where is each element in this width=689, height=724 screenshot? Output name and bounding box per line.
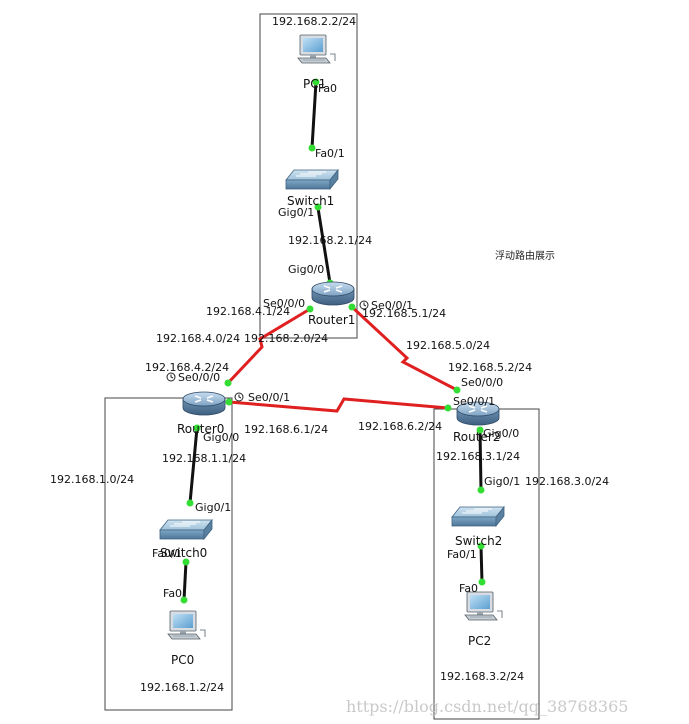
- switch1-device[interactable]: [285, 169, 339, 190]
- port-label: Fa0/1: [152, 547, 182, 560]
- port-label: Se0/0/0: [461, 376, 503, 389]
- network-label: 192.168.4.0/24: [156, 332, 240, 345]
- port-label: Fa0: [163, 587, 182, 600]
- ip-label: 192.168.1.2/24: [140, 681, 224, 694]
- link-pc1-switch1: [310, 81, 318, 149]
- network-label: 192.168.5.0/24: [406, 339, 490, 352]
- clock-icon: [234, 392, 244, 402]
- port-label: Gig0/1: [484, 475, 520, 488]
- pc1-device[interactable]: [297, 34, 336, 64]
- port-label: Se0/0/1: [371, 299, 413, 312]
- ip-label: 192.168.3.2/24: [440, 670, 524, 683]
- pc0-device[interactable]: [167, 610, 206, 640]
- ip-label: 192.168.6.2/24: [358, 420, 442, 433]
- pc2-label: PC2: [468, 634, 491, 648]
- link-switch2-pc2: [479, 545, 484, 583]
- ip-label: 192.168.6.1/24: [244, 423, 328, 436]
- network-label: 192.168.2.0/24: [244, 332, 328, 345]
- area-box-left: [104, 397, 233, 711]
- serial-link-r1-r2: [350, 305, 458, 392]
- port-label: Fa0/1: [447, 548, 477, 561]
- router2-label: Router2: [453, 430, 500, 444]
- area-box-top: [259, 13, 358, 339]
- pc0-label: PC0: [171, 653, 194, 667]
- floating-route-note: 浮动路由展示: [495, 249, 555, 262]
- port-label: Fa0: [459, 582, 478, 595]
- link-switch1-router1: [316, 207, 332, 284]
- link-router2-switch2: [478, 429, 483, 491]
- port-label: Se0/0/1: [248, 391, 290, 404]
- ip-label: 192.168.4.2/24: [145, 361, 229, 374]
- port-label: Gig0/0: [288, 263, 324, 276]
- ip-label: 192.168.1.1/24: [162, 452, 246, 465]
- router1-device[interactable]: [311, 281, 355, 306]
- switch1-label: Switch1: [287, 194, 334, 208]
- port-label: Gig0/0: [203, 431, 239, 444]
- port-label: Fa0: [318, 82, 337, 95]
- port-label: Fa0/1: [315, 147, 345, 160]
- ip-label: 192.168.5.1/24: [362, 307, 446, 320]
- link-switch0-pc0: [182, 561, 188, 601]
- port-label: Se0/0/1: [453, 395, 495, 408]
- link-router0-switch0: [188, 427, 199, 504]
- pc2-device[interactable]: [464, 591, 503, 621]
- network-label: 192.168.3.0/24: [525, 475, 609, 488]
- network-label: 192.168.1.0/24: [50, 473, 134, 486]
- ip-label: 192.168.4.1/24: [206, 305, 290, 318]
- router1-label: Router1: [308, 313, 355, 327]
- ip-label: 192.168.5.2/24: [448, 361, 532, 374]
- pc1-label: PC1: [303, 77, 326, 91]
- ip-label: 192.168.2.2/24: [272, 15, 356, 28]
- watermark: https://blog.csdn.net/qq_38768365: [346, 697, 628, 716]
- port-label: Se0/0/0: [263, 297, 305, 310]
- serial-link-r1-r0: [226, 307, 311, 385]
- port-label: Gig0/1: [195, 501, 231, 514]
- switch2-device[interactable]: [451, 506, 505, 527]
- switch0-label: Switch0: [160, 546, 207, 560]
- port-indicators: [180, 78, 486, 604]
- port-label: Se0/0/0: [178, 371, 220, 384]
- clock-icon: [166, 372, 176, 382]
- ip-label: 192.168.2.1/24: [288, 234, 372, 247]
- ip-label: 192.168.3.1/24: [436, 450, 520, 463]
- router0-label: Router0: [177, 422, 224, 436]
- switch2-label: Switch2: [455, 534, 502, 548]
- port-label: Gig0/0: [483, 427, 519, 440]
- router0-device[interactable]: [182, 391, 226, 416]
- serial-link-r0-r2: [228, 397, 449, 413]
- switch0-device[interactable]: [159, 519, 213, 540]
- port-label: Gig0/1: [278, 206, 314, 219]
